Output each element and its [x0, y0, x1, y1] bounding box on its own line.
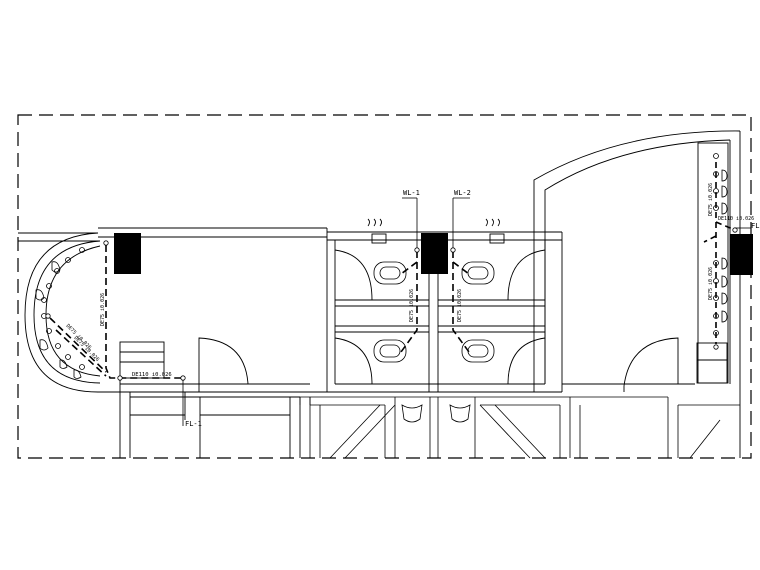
fl1-nodes — [45, 240, 186, 381]
pipe-label-fl1-a: DE75 i0.026 — [100, 293, 106, 326]
label-wl2: WL-2 — [454, 189, 471, 197]
left-lower — [119, 337, 562, 458]
wl-leaders — [402, 197, 470, 248]
column-right — [730, 234, 753, 275]
pipe-label-fl-mid: DE110 i0.026 — [718, 216, 754, 222]
fl-right-piping — [703, 162, 736, 344]
lower-band — [299, 396, 740, 459]
wl-piping — [400, 251, 470, 353]
drawing-frame — [17, 114, 752, 459]
pipe-label-fl-top: DE75 i0.026 — [708, 183, 714, 216]
pipe-label-fl-bottom: DE75 i0.026 — [708, 267, 714, 300]
pipe-label-wl1: DE75 i0.026 — [409, 289, 415, 322]
fl1-piping — [49, 245, 183, 379]
column-center — [421, 233, 448, 274]
pipe-label-fl1-main: DE110 i0.026 — [132, 372, 172, 378]
pipe-label-wl2: DE75 i0.026 — [457, 289, 463, 322]
curve-fixtures — [35, 247, 85, 379]
toilet-fixtures — [373, 261, 495, 363]
label-wl1: WL-1 — [403, 189, 420, 197]
label-fl1: FL-1 — [185, 420, 202, 428]
label-fl: FL — [751, 222, 759, 230]
column-left — [114, 233, 141, 274]
right-fixtures — [713, 153, 728, 336]
